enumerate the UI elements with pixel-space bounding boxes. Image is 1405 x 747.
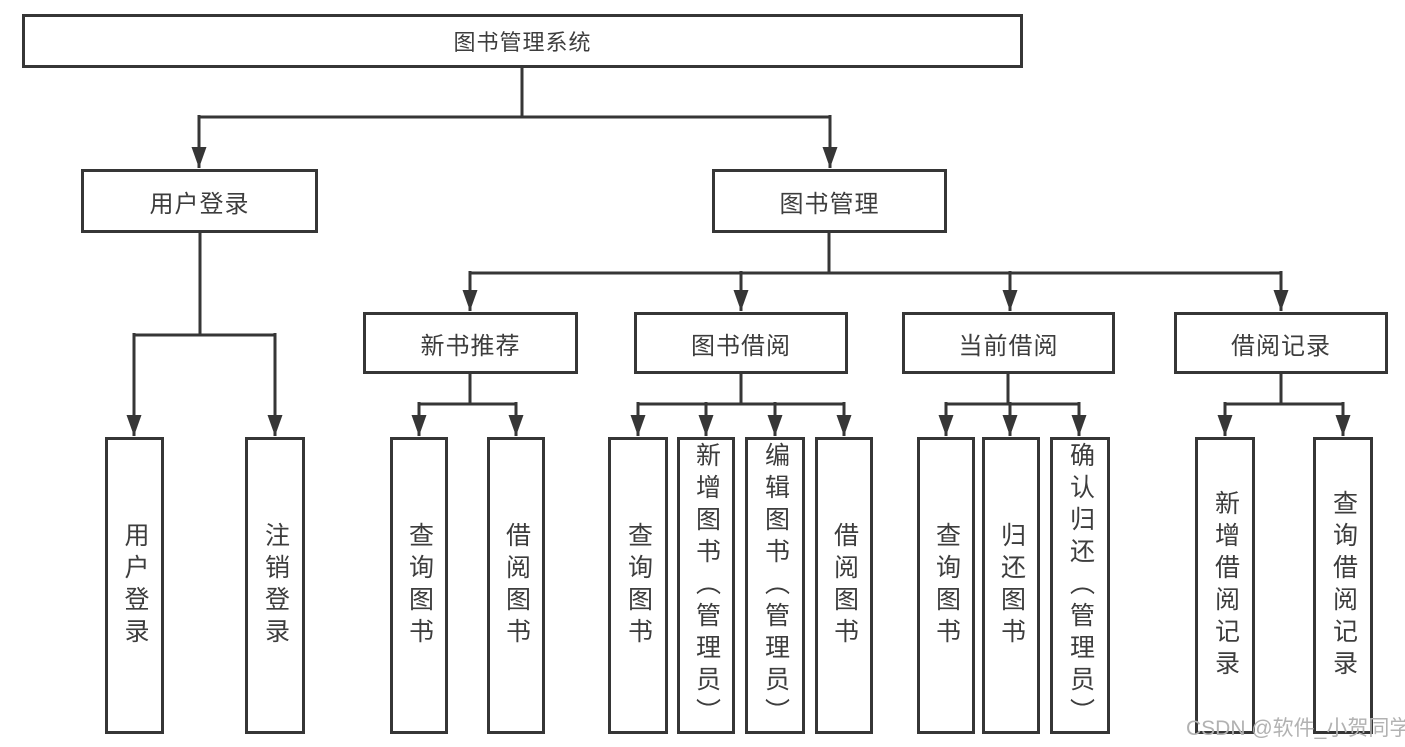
node-current-borrow: 当前借阅 bbox=[902, 312, 1115, 374]
leaf-return-book: 归还图书 bbox=[982, 437, 1040, 734]
node-new-book-recommend: 新书推荐 bbox=[363, 312, 578, 374]
leaf-confirm-return-admin: 确认归还（管理员） bbox=[1050, 437, 1110, 734]
leaf-borrow-books-1: 借阅图书 bbox=[487, 437, 545, 734]
node-book-management-label: 图书管理 bbox=[779, 190, 880, 218]
node-borrow-records: 借阅记录 bbox=[1174, 312, 1388, 374]
node-current-borrow-label: 当前借阅 bbox=[958, 332, 1059, 360]
leaf-return-book-label: 归还图书 bbox=[997, 521, 1026, 650]
leaf-add-borrow-record-label: 新增借阅记录 bbox=[1211, 489, 1240, 682]
leaf-confirm-return-admin-label: 确认归还（管理员） bbox=[1066, 441, 1095, 730]
node-root: 图书管理系统 bbox=[22, 14, 1023, 68]
leaf-query-books-3: 查询图书 bbox=[917, 437, 975, 734]
node-book-management: 图书管理 bbox=[712, 169, 947, 233]
leaf-query-books-2-label: 查询图书 bbox=[624, 521, 653, 650]
leaf-query-books-3-label: 查询图书 bbox=[932, 521, 961, 650]
leaf-query-books-1: 查询图书 bbox=[390, 437, 448, 734]
leaf-query-borrow-record-label: 查询借阅记录 bbox=[1329, 489, 1358, 682]
csdn-watermark: CSDN @软件_小贺同学 bbox=[1186, 717, 1405, 740]
node-user-login: 用户登录 bbox=[81, 169, 318, 233]
node-book-borrow-label: 图书借阅 bbox=[691, 332, 791, 360]
node-new-book-recommend-label: 新书推荐 bbox=[420, 332, 521, 360]
leaf-add-book-admin-label: 新增图书（管理员） bbox=[692, 441, 721, 730]
node-user-login-label: 用户登录 bbox=[149, 190, 250, 218]
leaf-logout-label: 注销登录 bbox=[261, 521, 290, 650]
node-borrow-records-label: 借阅记录 bbox=[1231, 332, 1331, 360]
leaf-borrow-books-2-label: 借阅图书 bbox=[830, 521, 859, 650]
leaf-user-login-label: 用户登录 bbox=[121, 521, 149, 650]
leaf-query-books-1-label: 查询图书 bbox=[405, 521, 434, 650]
node-book-borrow: 图书借阅 bbox=[634, 312, 848, 374]
leaf-edit-book-admin-label: 编辑图书（管理员） bbox=[761, 441, 790, 730]
node-root-label: 图书管理系统 bbox=[453, 30, 592, 55]
leaf-query-borrow-record: 查询借阅记录 bbox=[1313, 437, 1373, 734]
leaf-borrow-books-1-label: 借阅图书 bbox=[502, 521, 531, 650]
leaf-add-book-admin: 新增图书（管理员） bbox=[677, 437, 735, 734]
leaf-logout: 注销登录 bbox=[245, 437, 305, 734]
leaf-borrow-books-2: 借阅图书 bbox=[815, 437, 873, 734]
leaf-user-login: 用户登录 bbox=[105, 437, 164, 734]
leaf-add-borrow-record: 新增借阅记录 bbox=[1195, 437, 1255, 734]
leaf-edit-book-admin: 编辑图书（管理员） bbox=[745, 437, 805, 734]
leaf-query-books-2: 查询图书 bbox=[608, 437, 668, 734]
